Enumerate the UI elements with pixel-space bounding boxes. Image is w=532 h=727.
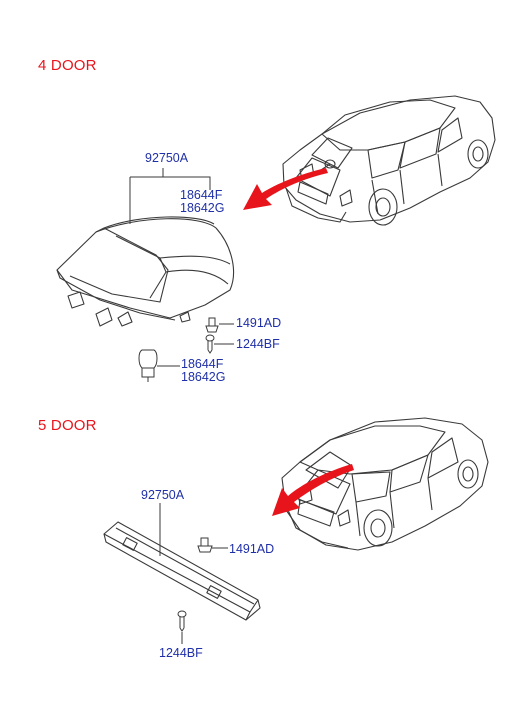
- part-label-socket: 18642G: [180, 201, 225, 215]
- sedan-car-illustration: [282, 95, 496, 226]
- part-label-assembly: 92750A: [145, 151, 189, 165]
- grommet-part: [197, 537, 228, 553]
- screw-part: [205, 334, 234, 354]
- location-arrow: [272, 464, 354, 516]
- screw-part: [177, 610, 187, 644]
- section-title-5door: 5 DOOR: [38, 417, 97, 434]
- part-label-grommet: 1491AD: [236, 316, 282, 330]
- part-label-screw: 1244BF: [159, 646, 203, 660]
- part-label-screw: 1244BF: [236, 337, 280, 351]
- part-label-grommet: 1491AD: [229, 542, 275, 556]
- part-label-assembly: 92750A: [141, 488, 185, 502]
- high-mount-stop-lamp: [56, 216, 235, 327]
- part-label-bulb: 18644F: [181, 357, 224, 371]
- location-arrow: [243, 168, 328, 210]
- bulb-part: [138, 349, 180, 382]
- section-title-4door: 4 DOOR: [38, 57, 97, 74]
- hatchback-car-illustration: [281, 417, 489, 551]
- part-label-socket: 18644F: [180, 188, 223, 202]
- part-label-bulb: 18642G: [181, 370, 226, 384]
- high-mount-stop-lamp-bar: [103, 521, 261, 621]
- grommet-part: [205, 317, 234, 333]
- leader-lines-4door: [129, 168, 211, 224]
